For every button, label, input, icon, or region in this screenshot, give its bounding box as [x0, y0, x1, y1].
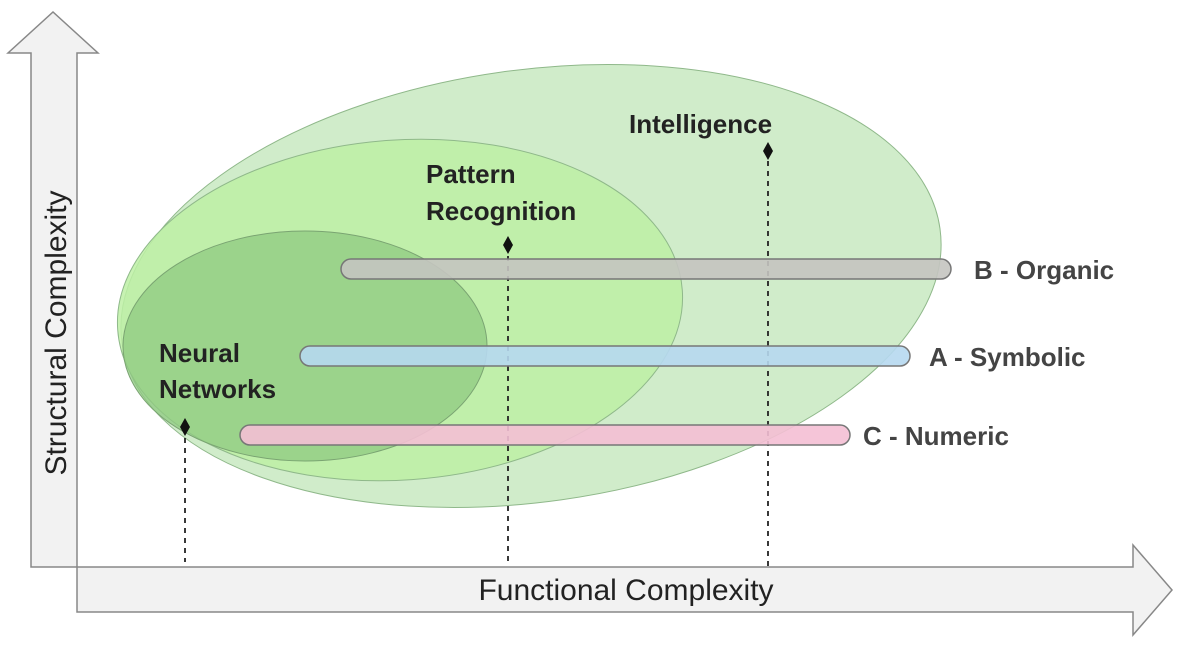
- numeric-bar-label: C - Numeric: [863, 421, 1009, 451]
- x-axis-label: Functional Complexity: [478, 574, 773, 607]
- neural-networks-label-line2: Networks: [159, 374, 276, 404]
- intelligence-label: Intelligence: [629, 109, 772, 139]
- symbolic-bar-label: A - Symbolic: [929, 342, 1086, 372]
- symbolic-bar: [299, 345, 911, 367]
- intelligence-marker: [763, 142, 773, 160]
- pattern-recognition-marker: [503, 236, 513, 254]
- y-axis-label: Structural Complexity: [40, 190, 73, 475]
- x-axis-arrow: [76, 542, 1173, 638]
- organic-bar-label: B - Organic: [974, 255, 1114, 285]
- y-axis-arrow: [6, 10, 100, 568]
- numeric-bar: [239, 424, 851, 446]
- organic-bar: [340, 258, 952, 280]
- neural-networks-marker: [180, 418, 190, 436]
- pattern-recognition-label-line2: Recognition: [426, 196, 576, 226]
- pattern-recognition-label-line1: Pattern: [426, 159, 516, 189]
- neural-networks-label-line1: Neural: [159, 338, 240, 368]
